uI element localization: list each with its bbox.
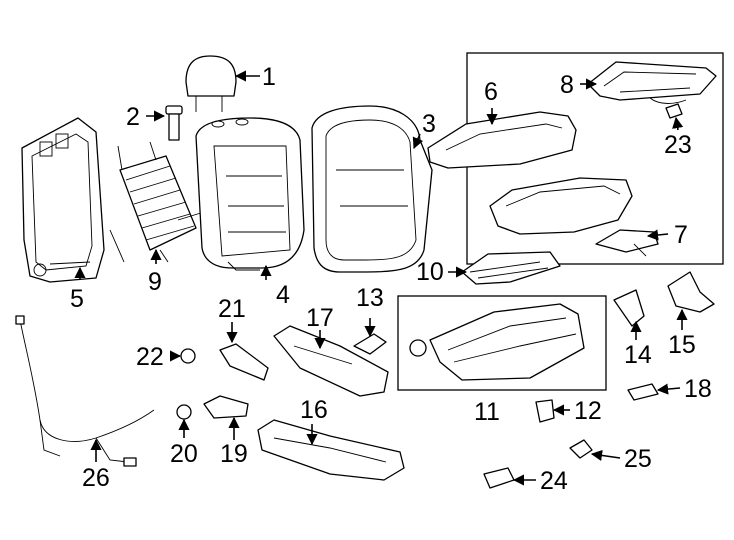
end-cap-part — [627, 383, 659, 401]
callout-14: 14 — [624, 341, 652, 369]
callout-21: 21 — [218, 295, 246, 323]
callout-16: 16 — [300, 396, 328, 424]
headrest-part — [185, 55, 237, 112]
callout-10: 10 — [416, 258, 444, 286]
callout-23: 23 — [664, 131, 692, 159]
callout-5: 5 — [70, 285, 84, 313]
outer-shield-part — [257, 419, 405, 481]
wiring-harness-part — [15, 315, 155, 467]
callout-15: 15 — [668, 331, 696, 359]
callout-3: 3 — [422, 110, 436, 138]
seat-springs-part — [461, 251, 561, 285]
callout-24: 24 — [540, 467, 568, 495]
bracket-clip-part — [535, 399, 555, 423]
side-shield-part — [273, 325, 389, 397]
cap-part — [176, 404, 192, 420]
latch-part — [353, 333, 387, 355]
control-module-part — [483, 467, 515, 489]
callout-22: 22 — [136, 343, 164, 371]
callout-6: 6 — [484, 78, 498, 106]
headrest-guide-part — [165, 105, 183, 141]
callout-19: 19 — [220, 440, 248, 468]
seatback-cover-part — [311, 105, 433, 273]
lumbar-spring-mat-part — [109, 141, 205, 263]
lever-part — [203, 395, 249, 419]
callout-20: 20 — [170, 440, 198, 468]
wire-connector-part — [665, 103, 683, 119]
callout-numbers: 1 2 3 4 5 6 7 8 9 10 11 12 13 14 15 16 1… — [70, 63, 712, 495]
seat-adjuster-box — [397, 295, 607, 391]
recliner-cover-part — [667, 271, 715, 313]
cushion-cover-part — [427, 111, 577, 169]
seatback-pad-part — [195, 117, 305, 271]
callout-17: 17 — [306, 304, 334, 332]
callout-11: 11 — [474, 398, 500, 426]
leader-lines — [74, 70, 688, 486]
callout-8: 8 — [560, 71, 574, 99]
callout-25: 25 — [624, 445, 652, 473]
callout-18: 18 — [684, 375, 712, 403]
cushion-pad-part — [489, 177, 633, 235]
occupant-sensor-part — [595, 229, 659, 257]
callout-1: 1 — [262, 63, 276, 91]
callout-26: 26 — [82, 464, 110, 492]
cushion-frame-part — [587, 61, 717, 104]
seatback-frame-part — [21, 117, 105, 283]
callout-13: 13 — [356, 284, 384, 312]
callout-12: 12 — [574, 397, 602, 425]
seat-adjuster-part — [409, 303, 585, 381]
side-cover-part — [613, 289, 645, 327]
callout-4: 4 — [276, 281, 290, 309]
recliner-handle-part — [219, 343, 269, 381]
callout-9: 9 — [148, 268, 162, 296]
callout-2: 2 — [126, 103, 140, 131]
knob-part — [180, 348, 196, 364]
callout-7: 7 — [674, 221, 688, 249]
sensor-bracket-part — [569, 439, 593, 459]
